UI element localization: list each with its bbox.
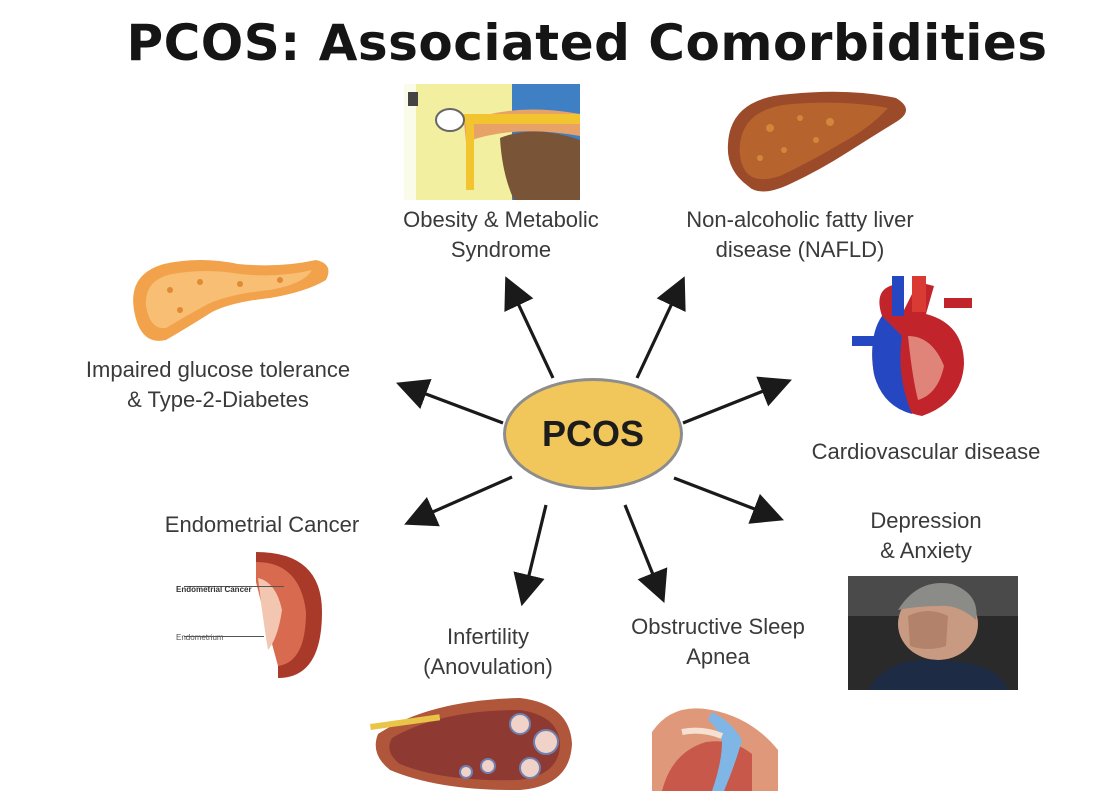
liver-image (727, 91, 906, 192)
arrow-nafld (635, 276, 686, 379)
arrow-depression (673, 476, 784, 524)
arrow-obesity (504, 276, 555, 379)
ovary-image (370, 698, 572, 791)
depression-label: Depression& Anxiety (870, 508, 982, 563)
uterus-cancer-text: Endometrial Cancer (176, 585, 252, 594)
page-title: PCOS: Associated Comorbidities (126, 14, 1048, 72)
uterus-endometrium-text: Endometrium (176, 633, 224, 642)
arrow-endometrial (404, 475, 513, 527)
arrow-cardio (682, 376, 792, 425)
cardiovascular-label: Cardiovascular disease (811, 439, 1041, 464)
arrow-infertility (513, 504, 548, 607)
waist-measure-image (404, 84, 580, 200)
sleep-apnea-airway-image (652, 692, 778, 791)
distressed-person-photo (848, 576, 1018, 690)
uterus-cross-section-image: Endometrial Cancer Endometrium (176, 552, 322, 678)
pancreas-image (133, 260, 329, 341)
endometrial-label: Endometrial Cancer (164, 512, 360, 537)
diabetes-label: Impaired glucose tolerance& Type-2-Diabe… (85, 357, 351, 412)
arrow-diabetes (396, 379, 504, 425)
heart-image (852, 276, 972, 416)
pcos-hub: PCOS (503, 378, 683, 490)
arrow-sleep-apnea (623, 504, 668, 603)
infertility-label: Infertility(Anovulation) (423, 624, 553, 679)
